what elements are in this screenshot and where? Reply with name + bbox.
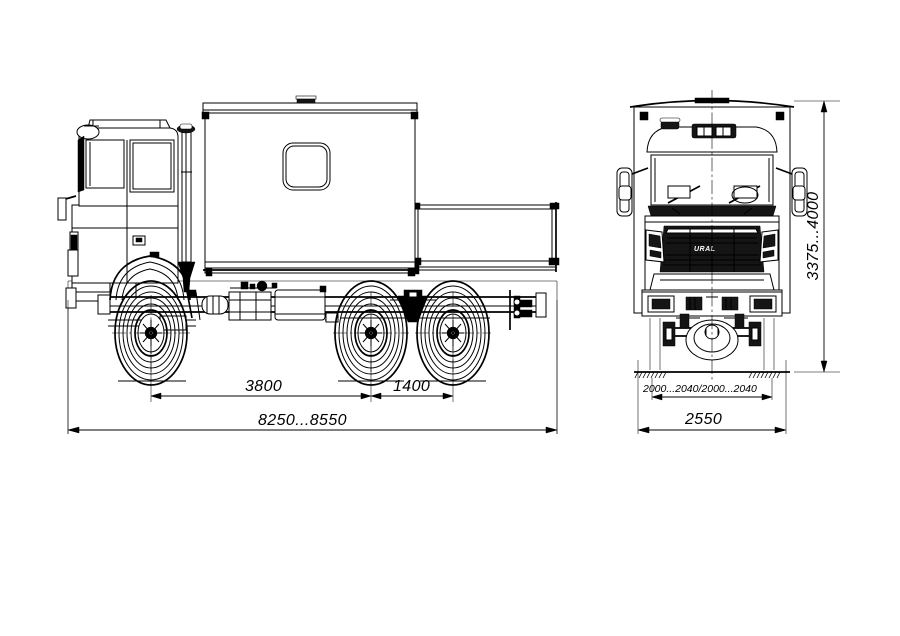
bogie-suspension <box>390 289 436 323</box>
dim-bogie-spread-label: 1400 <box>393 378 430 395</box>
van-box-body <box>201 95 419 277</box>
van-body-window <box>282 142 331 191</box>
front-headlights <box>645 229 779 263</box>
dim-overall-width: 2550 <box>637 411 787 434</box>
dim-overall-height-label: 3375...4000 <box>805 192 822 281</box>
exhaust-stack <box>176 123 196 293</box>
dim-track-width-label: 2000...2040/2000...2040 <box>642 383 757 395</box>
grille-logo: URAL <box>694 246 715 253</box>
side-elevation-view: 3800 1400 8250...8550 <box>57 95 560 434</box>
dim-wheelbase: 3800 <box>150 378 372 400</box>
rear-flatbed-platform <box>409 202 560 275</box>
front-view-dimensions: 2000...2040/2000...2040 2550 3375...4000 <box>637 100 840 434</box>
front-axle-front-view <box>649 313 775 370</box>
rear-wheel-forward <box>333 280 409 386</box>
dim-overall-length: 8250...8550 <box>67 412 558 434</box>
rear-tow-hitch <box>509 290 533 330</box>
front-elevation-view: URAL <box>616 90 840 434</box>
dim-bogie-spread: 1400 <box>370 378 454 400</box>
dim-wheelbase-label: 3800 <box>245 378 282 395</box>
cab-side-profile <box>57 119 179 309</box>
front-mirrors <box>616 167 808 217</box>
dim-overall-length-label: 8250...8550 <box>258 412 347 429</box>
dim-overall-height: 3375...4000 <box>805 100 828 373</box>
side-view-dimensions: 3800 1400 8250...8550 <box>67 300 558 434</box>
dim-overall-width-label: 2550 <box>684 411 722 428</box>
dim-track-width: 2000...2040/2000...2040 <box>642 383 773 401</box>
front-fender <box>109 255 191 301</box>
fuel-and-air-tanks <box>201 280 339 323</box>
